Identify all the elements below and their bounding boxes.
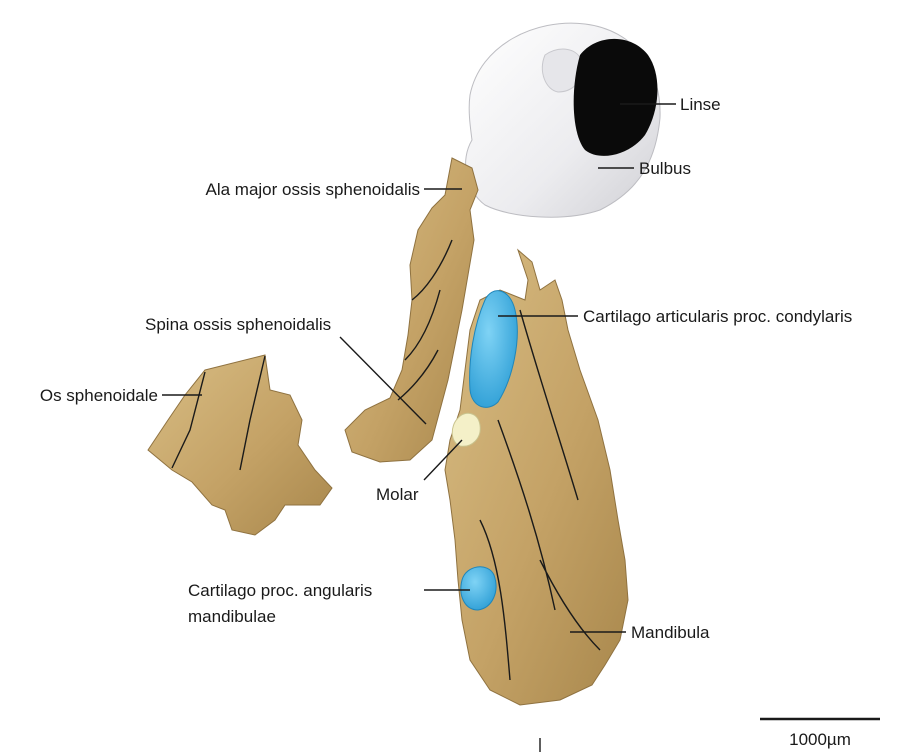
scale-bar-label: 1000µm bbox=[789, 730, 851, 749]
label-spina: Spina ossis sphenoidalis bbox=[145, 315, 331, 334]
label-mandibula: Mandibula bbox=[631, 623, 710, 642]
os-sphenoidale-shape bbox=[148, 355, 332, 535]
label-molar: Molar bbox=[376, 485, 419, 504]
label-cartilago-angularis-line2: mandibulae bbox=[188, 607, 276, 626]
label-ala-major: Ala major ossis sphenoidalis bbox=[206, 180, 421, 199]
label-os-sphenoidale: Os sphenoidale bbox=[40, 386, 158, 405]
label-bulbus: Bulbus bbox=[639, 159, 691, 178]
label-cartilago-angularis-line1: Cartilago proc. angularis bbox=[188, 581, 372, 600]
label-linse: Linse bbox=[680, 95, 721, 114]
label-cartilago-articularis: Cartilago articularis proc. condylaris bbox=[583, 307, 852, 326]
